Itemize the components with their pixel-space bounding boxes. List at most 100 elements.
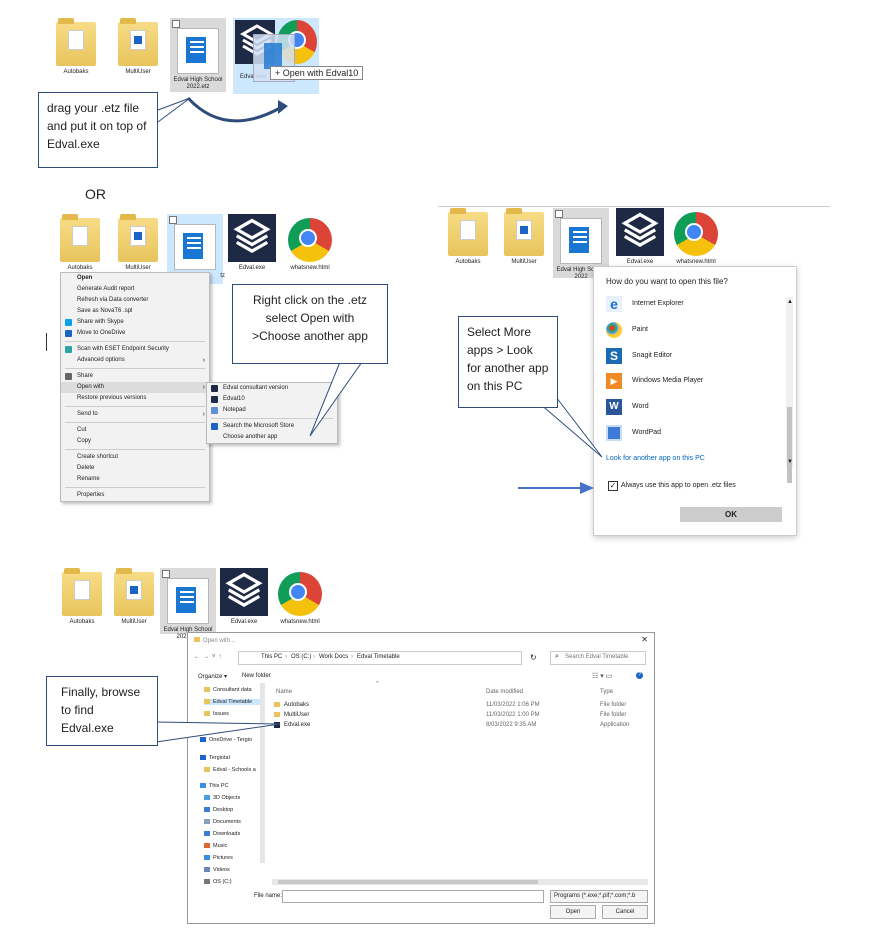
column-type[interactable]: Type: [600, 689, 614, 695]
autobaks-folder[interactable]: Autobaks: [440, 208, 496, 266]
horizontal-scrollbar[interactable]: [272, 879, 648, 885]
submenu-item[interactable]: Edval10: [207, 394, 337, 405]
menu-item-icon: [211, 385, 218, 392]
context-menu-item[interactable]: Save as NovaT6 .spl: [77, 308, 133, 314]
close-icon[interactable]: ✕: [641, 635, 648, 644]
column-name[interactable]: Name: [276, 689, 293, 695]
dialog-scrollbar[interactable]: [786, 297, 793, 483]
context-menu-item[interactable]: Advanced options›: [77, 357, 205, 364]
context-menu-item[interactable]: Share with Skype: [61, 317, 209, 328]
nav-item[interactable]: Edval - Schools a: [204, 767, 256, 773]
sort-up-icon: ^: [376, 681, 379, 687]
scrollbar-thumb[interactable]: [278, 880, 538, 884]
context-menu-item[interactable]: Scan with ESET Endpoint Security: [61, 344, 209, 355]
word-icon: W: [606, 399, 622, 415]
edval-exe-drop-target[interactable]: Edval.exe: [233, 18, 319, 94]
nav-item[interactable]: OS (C:): [204, 879, 232, 885]
ok-button[interactable]: OK: [680, 507, 782, 522]
nav-item[interactable]: Edval Timetable: [204, 699, 260, 705]
nav-item[interactable]: Pictures: [204, 855, 233, 861]
multiuser-folder[interactable]: MultiUser: [110, 18, 166, 76]
scrollbar-thumb[interactable]: [787, 407, 792, 483]
nav-item[interactable]: Tergiotal: [200, 755, 230, 761]
context-menu-item[interactable]: Open: [77, 275, 93, 281]
wordpad-icon: [606, 425, 622, 441]
table-row[interactable]: MultiUser 11/03/2022 1:00 PM File folder: [274, 711, 644, 721]
nav-item[interactable]: OneDrive - Tergio: [200, 737, 252, 743]
always-use-checkbox[interactable]: ✓: [608, 481, 618, 491]
nav-item[interactable]: Music: [204, 843, 227, 849]
nav-item[interactable]: Downloads: [204, 831, 240, 837]
context-menu-item[interactable]: Delete: [77, 465, 95, 471]
etz-file[interactable]: Edval High School 2022.etz: [170, 18, 226, 92]
submenu-item[interactable]: Search the Microsoft Store: [207, 421, 337, 432]
table-row[interactable]: Edval.exe 8/03/2022 9:35 AM Application: [274, 721, 644, 731]
look-for-another-app-link[interactable]: Look for another app on this PC: [606, 455, 705, 462]
edval-exe[interactable]: Edval.exe: [216, 568, 272, 626]
cancel-button[interactable]: Cancel: [602, 905, 648, 919]
context-menu-item[interactable]: Restore previous versions: [77, 395, 147, 401]
whatsnew-file[interactable]: whatsnew.html: [272, 572, 328, 626]
refresh-icon[interactable]: ↻: [530, 653, 537, 662]
edval-exe[interactable]: Edval.exe: [612, 208, 668, 266]
nav-item[interactable]: Documents: [204, 819, 241, 825]
multiuser-folder[interactable]: MultiUser: [106, 568, 162, 626]
step2-callout: Right click on the .etz select Open with…: [232, 284, 388, 364]
whatsnew-file[interactable]: whatsnew.html: [668, 212, 724, 266]
menu-separator: [65, 487, 205, 488]
nav-item[interactable]: Consultant data: [204, 687, 252, 693]
arrow-right-icon: [518, 482, 594, 494]
context-menu-item[interactable]: Copy: [77, 438, 92, 444]
nav-item-icon: [204, 767, 210, 773]
multiuser-folder[interactable]: MultiUser: [496, 208, 552, 266]
nav-arrows-icon[interactable]: ←→˅↑: [194, 654, 225, 660]
submenu-item[interactable]: Notepad: [207, 405, 337, 416]
scroll-down-icon[interactable]: ▼: [787, 459, 793, 465]
search-input[interactable]: ⌕ Search Edval Timetable: [550, 651, 646, 665]
multiuser-folder[interactable]: MultiUser: [110, 214, 166, 272]
whatsnew-file[interactable]: whatsnew.html: [282, 218, 338, 272]
new-folder-button[interactable]: New folder: [242, 673, 271, 679]
nav-scrollbar[interactable]: [260, 683, 265, 863]
nav-item[interactable]: Issues: [204, 711, 229, 717]
context-menu-item[interactable]: Cut: [77, 427, 87, 433]
column-date-modified[interactable]: Date modified: [486, 689, 524, 695]
context-menu-item[interactable]: Refresh via Data converter: [77, 297, 149, 303]
autobaks-folder[interactable]: Autobaks: [52, 214, 108, 272]
step1-callout: drag your .etz file and put it on top of…: [38, 92, 158, 168]
context-menu-item[interactable]: Rename: [77, 476, 100, 482]
text-cursor: [46, 333, 47, 351]
nav-item[interactable]: Videos: [204, 867, 230, 873]
dialog-title: Open with...: [194, 637, 235, 644]
file-name-input[interactable]: [282, 890, 544, 903]
edval-exe[interactable]: Edval.exe: [224, 214, 280, 272]
context-menu-item[interactable]: Generate Audit report: [77, 286, 135, 292]
view-options-icon[interactable]: ☷ ▾ ▭: [592, 673, 613, 680]
drag-tooltip: + Open with Edval10: [270, 66, 364, 80]
organize-button[interactable]: Organize ▾: [198, 674, 228, 680]
autobaks-folder[interactable]: Autobaks: [48, 18, 104, 76]
context-menu-item[interactable]: Send to›: [77, 411, 205, 418]
submenu-item[interactable]: Edval consultant version: [207, 383, 337, 394]
context-menu-item[interactable]: Share: [61, 371, 209, 382]
nav-item[interactable]: This PC: [200, 783, 229, 789]
submenu-item[interactable]: Choose another app: [223, 434, 278, 440]
etz-file-icon: [174, 224, 216, 270]
open-button[interactable]: Open: [550, 905, 596, 919]
nav-item-icon: [204, 867, 210, 873]
file-type-select[interactable]: Programs (*.exe;*.pif;*.com;*.b: [550, 890, 648, 903]
menu-separator: [65, 449, 205, 450]
table-row[interactable]: Autobaks 11/03/2022 1:06 PM File folder: [274, 701, 644, 711]
etz-file[interactable]: Edval High School 2022.etz: [160, 568, 216, 640]
context-menu-item[interactable]: Create shortcut: [77, 454, 119, 460]
context-menu-item[interactable]: Open with›: [61, 382, 209, 393]
address-bar[interactable]: This PC › OS (C:) › Work Docs › Edval Ti…: [238, 651, 522, 665]
scroll-up-icon[interactable]: ▲: [787, 299, 793, 305]
context-menu-item[interactable]: Move to OneDrive: [61, 328, 209, 339]
context-menu-item[interactable]: Properties: [77, 492, 105, 498]
nav-item[interactable]: 3D Objects: [204, 795, 240, 801]
help-icon[interactable]: ?: [636, 672, 643, 679]
folder-icon: [56, 18, 96, 66]
nav-item[interactable]: Desktop: [204, 807, 233, 813]
autobaks-folder[interactable]: Autobaks: [54, 568, 110, 626]
